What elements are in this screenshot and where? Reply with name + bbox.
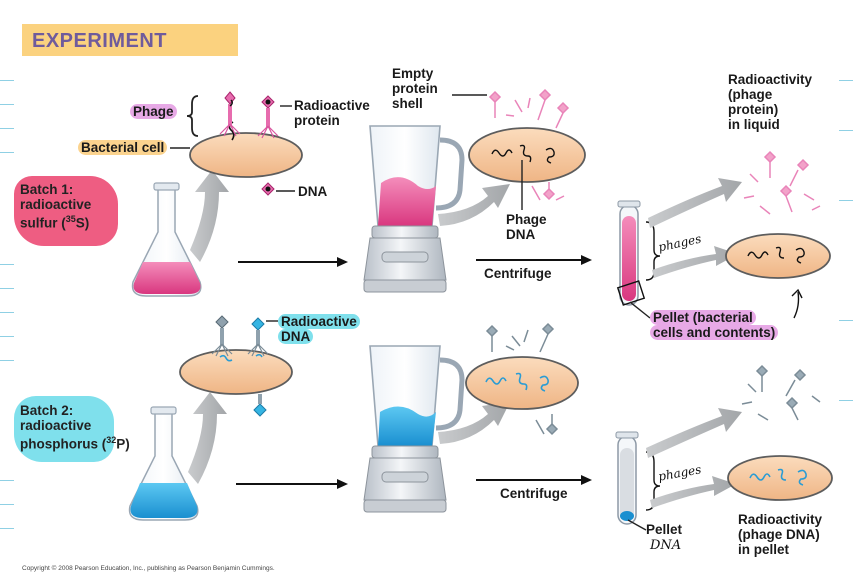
margin-mark — [0, 336, 14, 337]
bacterial-cell-1 — [189, 121, 303, 178]
radioactive-dna-label: Radioactive DNA — [278, 314, 360, 344]
page-title: EXPERIMENT — [32, 30, 168, 52]
margin-mark — [839, 320, 853, 321]
result-label-2: Radioactivity(phage DNA)in pellet — [738, 512, 823, 557]
phage-icon — [261, 182, 275, 196]
phage-icon — [211, 315, 233, 357]
margin-mark — [0, 528, 14, 529]
blender-batch1 — [363, 125, 465, 293]
arrow-right-icon — [581, 475, 592, 485]
title-banner — [22, 24, 238, 56]
pellet-label-1: Pellet (bacterial cells and contents) — [650, 310, 779, 340]
batch2-label: Batch 2: radioactive phosphorus (32P) — [20, 403, 130, 452]
arrow-blender-to-cell-1 — [438, 184, 510, 226]
phage-icon — [247, 317, 269, 357]
liquid-shells-2 — [741, 364, 821, 421]
centrifuge-label-2: Centrifuge — [500, 486, 568, 501]
blender-batch2 — [363, 345, 465, 513]
margin-mark — [0, 152, 14, 153]
bacterial-cell-3 — [179, 349, 293, 395]
batch2-highlight — [14, 396, 114, 462]
margin-mark — [0, 360, 14, 361]
test-tube-1 — [617, 200, 641, 306]
bacterial-cell-label: Bacterial cell — [78, 140, 168, 155]
margin-mark — [0, 312, 14, 313]
bacterial-cell-4 — [465, 356, 579, 410]
flask-batch2 — [128, 406, 199, 521]
margin-mark — [839, 400, 853, 401]
test-tube-2 — [615, 431, 639, 525]
bacterial-cell-2 — [468, 127, 586, 183]
arrow-tube-down-1 — [652, 246, 738, 278]
batch1-highlight — [14, 176, 118, 246]
margin-mark — [0, 504, 14, 505]
copyright-text: Copyright © 2008 Pearson Education, Inc.… — [22, 565, 275, 572]
dna-label: DNA — [298, 184, 328, 199]
batch1-label: Batch 1: radioactive sulfur (35S) — [20, 182, 92, 231]
liquid-shells-1 — [743, 150, 821, 215]
margin-mark — [0, 80, 14, 81]
margin-mark — [0, 128, 14, 129]
arrow-tube-up-2 — [646, 408, 742, 458]
margin-mark — [839, 130, 853, 131]
phage-icon — [253, 394, 267, 417]
arrow-blender-to-cell-2 — [438, 402, 510, 444]
empty-shells-1 — [488, 88, 570, 201]
margin-mark — [839, 80, 853, 81]
result-cell-2 — [727, 455, 833, 501]
phage-bracket — [186, 95, 199, 137]
phage-icon — [219, 91, 241, 137]
arrow-tube-down-2 — [650, 476, 736, 508]
margin-mark — [0, 480, 14, 481]
arrow-flask-to-cell-2 — [188, 392, 227, 484]
phage-label: Phage — [130, 104, 177, 119]
margin-mark — [839, 200, 853, 201]
arrow-right-icon — [581, 255, 592, 265]
empty-shells-2 — [485, 322, 559, 436]
arrow-right-icon — [337, 479, 348, 489]
arrow-right-icon — [337, 257, 348, 267]
margin-mark — [0, 264, 14, 265]
handwritten-dna: DNA — [650, 538, 682, 553]
arrow-tube-up-1 — [648, 178, 742, 228]
phage-icon — [257, 95, 279, 139]
flask-batch1 — [131, 182, 202, 297]
arrow-flask-to-cell-1 — [190, 170, 229, 262]
result-cell-1 — [725, 233, 831, 279]
margin-mark — [0, 104, 14, 105]
pellet-label-2: Pellet — [646, 522, 683, 537]
centrifuge-label-1: Centrifuge — [484, 266, 552, 281]
margin-mark — [0, 288, 14, 289]
